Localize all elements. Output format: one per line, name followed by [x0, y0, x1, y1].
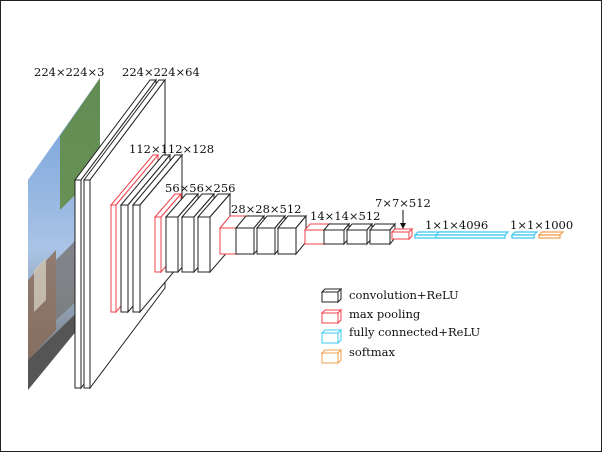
label-conv1: 224×224×64	[122, 65, 200, 79]
pool5-pointer-arrowhead	[400, 223, 406, 229]
legend: convolution+ReLU max pooling fully conne…	[320, 287, 480, 365]
label-output: 1×1×1000	[510, 218, 573, 232]
label-input: 224×224×3	[34, 65, 105, 79]
label-conv5: 14×14×512	[310, 209, 381, 223]
legend-fc-swatch	[320, 328, 343, 345]
label-pool5: 7×7×512	[375, 196, 431, 210]
label-conv4: 28×28×512	[231, 202, 302, 216]
legend-conv-label: convolution+ReLU	[349, 288, 459, 302]
conv4-block	[234, 214, 308, 256]
label-conv3: 56×56×256	[165, 181, 236, 195]
label-fc: 1×1×4096	[425, 218, 488, 232]
legend-fc-label: fully connected+ReLU	[349, 325, 480, 339]
pool5-block	[390, 227, 414, 241]
conv5-block	[322, 222, 397, 246]
legend-pool-label: max pooling	[349, 307, 421, 321]
legend-softmax-swatch	[320, 348, 343, 365]
legend-softmax-label: softmax	[349, 345, 395, 359]
fc-layers	[413, 231, 539, 239]
legend-conv-swatch	[320, 287, 343, 304]
label-conv2: 112×112×128	[129, 142, 214, 156]
legend-pool-swatch	[320, 308, 343, 325]
softmax-layer	[537, 231, 565, 239]
